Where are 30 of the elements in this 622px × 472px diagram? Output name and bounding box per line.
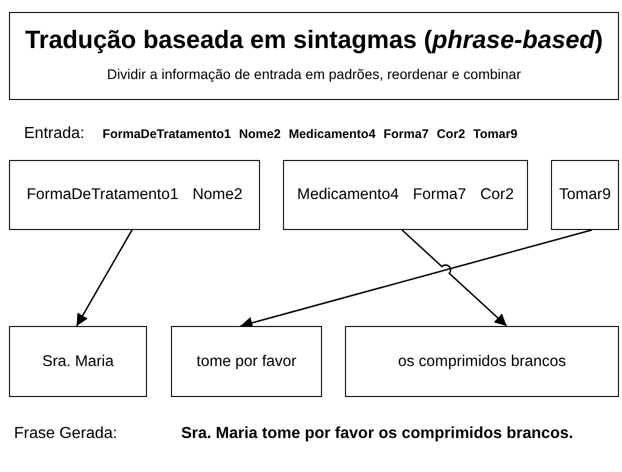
input-token: Tomar9 xyxy=(473,126,518,143)
node-label: tome por favor xyxy=(196,352,296,372)
node-label: Tomar9 xyxy=(559,185,611,206)
text-box xyxy=(9,160,260,230)
node-label: os comprimidos brancos xyxy=(398,352,566,372)
text-box xyxy=(171,326,322,397)
input-token: Cor2 xyxy=(436,126,466,143)
text-box xyxy=(551,160,619,230)
arrow xyxy=(402,229,508,327)
arrow xyxy=(240,229,592,329)
text-box xyxy=(9,12,619,100)
text-box xyxy=(9,326,147,397)
text-box xyxy=(283,160,528,230)
node-label: Forma7 xyxy=(412,185,466,206)
subtitle: Dividir a informação de entrada em padrões, reordenar e combinar xyxy=(107,65,521,84)
input-token: Forma7 xyxy=(384,126,429,143)
title: Tradução baseada em sintagmas (phrase-based) xyxy=(25,25,603,56)
input-token: Medicamento4 xyxy=(288,126,376,143)
node-label: Medicamento4 xyxy=(297,185,399,206)
node-label: FormaDeTratamento1 xyxy=(26,185,178,206)
input-token: Nome2 xyxy=(239,126,281,143)
node-label: Sra. Maria xyxy=(42,352,114,372)
text-box xyxy=(345,326,619,397)
node-label: Nome2 xyxy=(192,185,242,206)
output-label: Frase Gerada: xyxy=(14,424,118,444)
arrow xyxy=(76,230,133,326)
input-token: FormaDeTratamento1 xyxy=(102,126,231,143)
input-label: Entrada: xyxy=(24,124,84,144)
generated-sentence: Sra. Maria tome por favor os comprimidos brancos. xyxy=(180,424,574,444)
node-label: Cor2 xyxy=(480,185,514,206)
